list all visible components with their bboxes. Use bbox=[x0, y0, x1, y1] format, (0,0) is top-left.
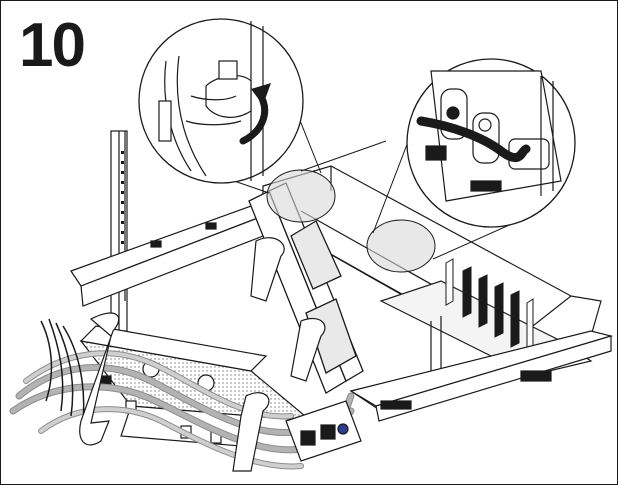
curved-arrow-icon bbox=[239, 83, 271, 145]
rack-holes bbox=[121, 151, 124, 244]
rear-rail bbox=[349, 330, 614, 422]
zoom-callout-left bbox=[138, 18, 304, 184]
rear-connector-block bbox=[285, 400, 362, 462]
velcro-straps bbox=[79, 237, 326, 472]
rack-post bbox=[110, 130, 128, 332]
zoom-callout-right bbox=[406, 58, 576, 228]
loose-cables bbox=[40, 318, 85, 422]
detail-highlights bbox=[266, 169, 436, 273]
pci-slots bbox=[445, 258, 534, 354]
step-number: 10 bbox=[19, 11, 86, 80]
left-slide-rail bbox=[70, 205, 265, 307]
